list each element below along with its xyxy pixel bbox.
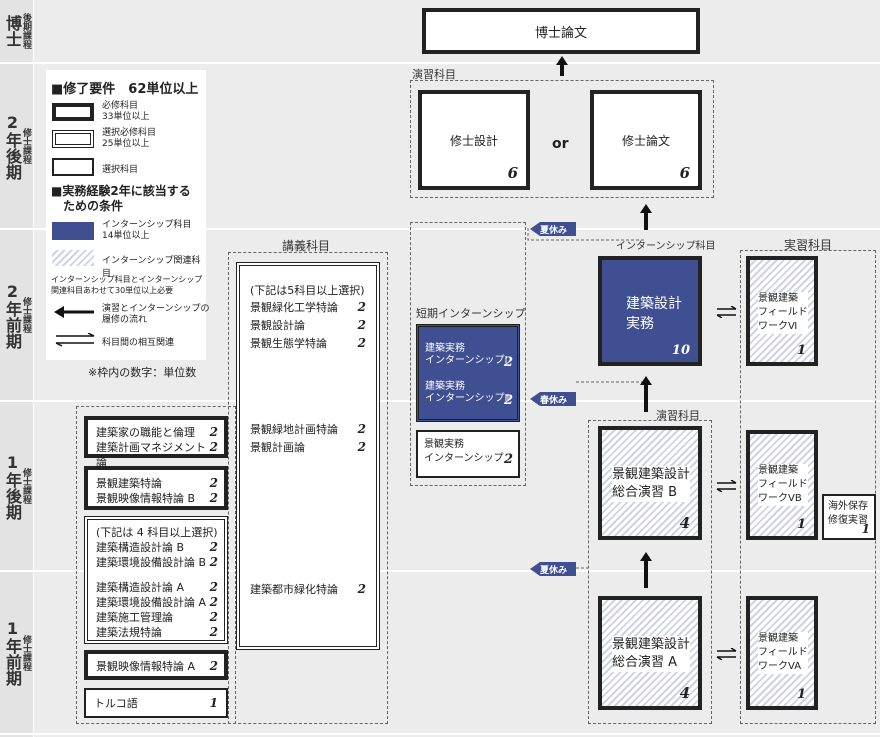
legend-optional-label: 選択科目 — [102, 165, 139, 175]
legend-intern-related-swatch — [52, 250, 94, 266]
band-separator — [0, 570, 880, 572]
lecture-group — [228, 252, 388, 724]
term-m1-late: 修士課程 1年後期 — [3, 452, 31, 520]
short-intern-box: 建築実務 インターンシップⅠ 2 建築実務 インターンシップⅡ 2 — [416, 324, 520, 422]
doctoral-thesis-box: 博士論文 — [422, 8, 700, 54]
legend-required-swatch — [52, 103, 94, 121]
legend-flow-label: 演習とインターンシップの 履修の流れ — [102, 304, 210, 325]
architecture-practice-box: 建築設計 実務 10 — [598, 256, 702, 366]
legend-selective-label: 選択必修科目 25単位以上 — [102, 128, 157, 149]
ensyu-top-group — [410, 80, 714, 198]
flow-arrow-icon — [54, 306, 94, 318]
legend-required-label: 必修科目 33単位以上 — [102, 101, 150, 122]
footnote: ※枠内の数字：単位数 — [88, 366, 197, 379]
ensyu-top-label: 演習科目 — [412, 68, 456, 81]
arrow-stem — [560, 64, 564, 76]
legend-title-experience: ■実務経験2年に該当する ための条件 — [51, 184, 191, 213]
seminar-a-box: 景観建築設計 総合演習 A 4 — [598, 596, 702, 710]
arrow-stem — [644, 212, 648, 230]
seminar-b-box: 景観建築設計 総合演習 B 4 — [598, 426, 702, 540]
legend-relation-label: 科目間の相互関連 — [102, 338, 175, 348]
fieldwork-vb-box: 景観建築 フィールド ワークVB 1 — [746, 430, 818, 540]
band-separator — [0, 733, 880, 735]
ensyu-mid-label: 演習科目 — [656, 409, 700, 422]
relation-arrows-icon — [716, 648, 737, 660]
arrow-up-icon — [640, 204, 652, 213]
term-m1-early: 修士課程 1年前期 — [3, 619, 31, 686]
short-intern-label: 短期インターンシップ — [416, 307, 526, 320]
spring-vacation-tag: 春休み — [530, 392, 576, 406]
lecture-label: 講義科目 — [282, 239, 331, 253]
connector-lines — [527, 228, 646, 569]
legend-note: インターンシップ科目とインターンシップ 関連科目あわせて30単位以上必要 — [51, 275, 203, 295]
intern-1-name: 建築実務 インターンシップⅠ — [425, 343, 508, 366]
short-intern-group — [410, 222, 526, 486]
arrow-up-icon — [640, 552, 652, 561]
master-design-box: 修士設計 6 — [418, 90, 530, 190]
jisshu-group — [740, 250, 876, 724]
term-m2-late: 修士課程 2年後期 — [3, 112, 31, 180]
legend-intern-swatch — [52, 222, 94, 240]
term-column — [0, 0, 34, 737]
or-label: or — [552, 136, 569, 152]
summer-vacation-tag: 夏休み — [530, 562, 576, 576]
arrow-up-icon — [640, 376, 652, 385]
relation-arrows-icon — [55, 333, 95, 347]
term-m2-early: 修士課程 2年前期 — [3, 281, 31, 349]
relation-arrows-icon — [716, 480, 737, 492]
summer-vacation-tag: 夏休み — [530, 222, 576, 236]
jisshu-label: 実習科目 — [784, 238, 833, 252]
keikan-intern-box: 景観実務 インターンシップ 2 — [416, 430, 520, 478]
relation-arrows-icon — [716, 306, 737, 318]
legend-title-requirement: ■修了要件 62単位以上 — [51, 82, 199, 97]
left-subject-group — [76, 406, 236, 724]
intern-subject-label: インターンシップ科目 — [616, 241, 716, 252]
legend-selective-swatch — [52, 130, 94, 148]
master-thesis-box: 修士論文 6 — [590, 90, 702, 190]
arrow-up-icon — [556, 56, 568, 65]
intern-2-name: 建築実務 インターンシップⅡ — [425, 381, 510, 404]
overseas-restoration-box: 海外保存 修復実習 1 — [822, 494, 876, 540]
legend-intern-label: インターンシップ科目 14単位以上 — [102, 220, 192, 241]
fieldwork-va-box: 景観建築 フィールド ワークVA 1 — [746, 596, 818, 710]
arrow-stem — [644, 560, 648, 588]
fieldwork-6-box: 景観建築 フィールド ワークⅥ 1 — [746, 256, 818, 366]
legend-panel: ■修了要件 62単位以上 必修科目 33単位以上 選択必修科目 25単位以上 選… — [46, 70, 210, 360]
ensyu-mid-group — [588, 420, 712, 724]
legend-intern-related-label: インターンシップ関連科目 — [102, 256, 201, 279]
band-separator — [0, 62, 880, 64]
band-separator — [0, 228, 880, 230]
arrow-stem — [644, 384, 648, 412]
term-doctoral: 後期課程 博士 — [3, 13, 31, 49]
legend-optional-swatch — [52, 158, 94, 176]
